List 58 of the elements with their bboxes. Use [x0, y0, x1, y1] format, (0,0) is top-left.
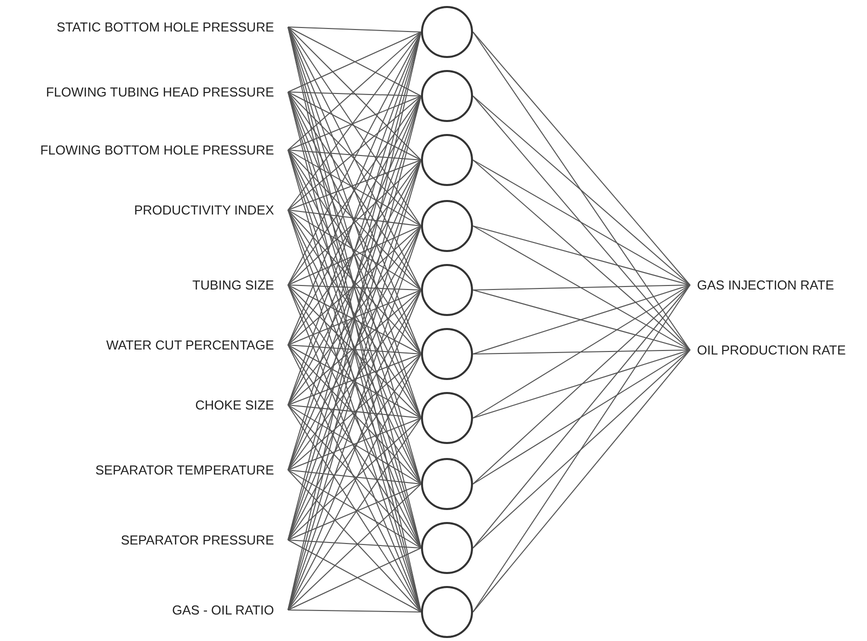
connection-line — [288, 404, 422, 484]
connection-line — [288, 354, 422, 406]
connection-line — [288, 284, 422, 354]
connection-line — [472, 350, 690, 612]
connection-line — [472, 32, 690, 350]
connection-line — [288, 404, 422, 418]
connection-line — [472, 226, 690, 350]
connection-line — [472, 284, 690, 418]
input-label: SEPARATOR TEMPERATURE — [95, 464, 288, 476]
connection-line — [288, 344, 422, 354]
output-label: GAS INJECTION RATE — [690, 278, 834, 292]
connection-line — [288, 160, 422, 210]
connection-line — [288, 96, 422, 150]
connection-line — [288, 284, 422, 290]
connection-line — [288, 226, 422, 286]
input-label: TUBING SIZE — [192, 278, 288, 292]
connection-line — [288, 150, 422, 226]
connection-line — [288, 470, 422, 484]
connection-line — [472, 350, 690, 548]
connection-line — [288, 92, 422, 160]
connection-line — [288, 470, 422, 548]
connection-line — [472, 284, 690, 290]
connection-line — [288, 344, 422, 484]
connection-line — [288, 344, 422, 418]
connection-line — [472, 284, 690, 548]
connection-line — [288, 26, 422, 32]
connection-line — [288, 610, 422, 612]
output-label: OIL PRODUCTION RATE — [690, 344, 846, 356]
connection-line — [472, 160, 690, 286]
connection-line — [472, 226, 690, 286]
connection-line — [472, 160, 690, 350]
input-label: GAS - OIL RATIO — [172, 604, 288, 616]
connection-line — [288, 540, 422, 548]
connection-line — [472, 350, 690, 418]
connection-line — [472, 96, 690, 286]
input-label: CHOKE SIZE — [195, 398, 288, 412]
connection-line — [472, 284, 690, 612]
connection-line — [288, 226, 422, 346]
connection-line — [288, 210, 422, 354]
input-label: FLOWING TUBING HEAD PRESSURE — [46, 86, 288, 98]
input-label: PRODUCTIVITY INDEX — [134, 204, 288, 216]
connection-line — [288, 210, 422, 226]
connection-line — [472, 96, 690, 350]
input-label: STATIC BOTTOM HOLE PRESSURE — [56, 20, 288, 34]
input-label: WATER CUT PERCENTAGE — [106, 338, 288, 352]
input-label: SEPARATOR PRESSURE — [120, 534, 288, 546]
connection-line — [288, 354, 422, 470]
connection-line — [288, 290, 422, 346]
connection-line — [472, 32, 690, 286]
connection-line — [288, 92, 422, 96]
input-label: FLOWING BOTTOM HOLE PRESSURE — [40, 144, 288, 156]
connection-line — [472, 350, 690, 484]
connection-line — [288, 484, 422, 540]
connection-line — [288, 150, 422, 160]
connection-line — [472, 284, 690, 484]
connection-line — [288, 210, 422, 290]
connection-line — [472, 350, 690, 354]
connection-line — [288, 418, 422, 470]
